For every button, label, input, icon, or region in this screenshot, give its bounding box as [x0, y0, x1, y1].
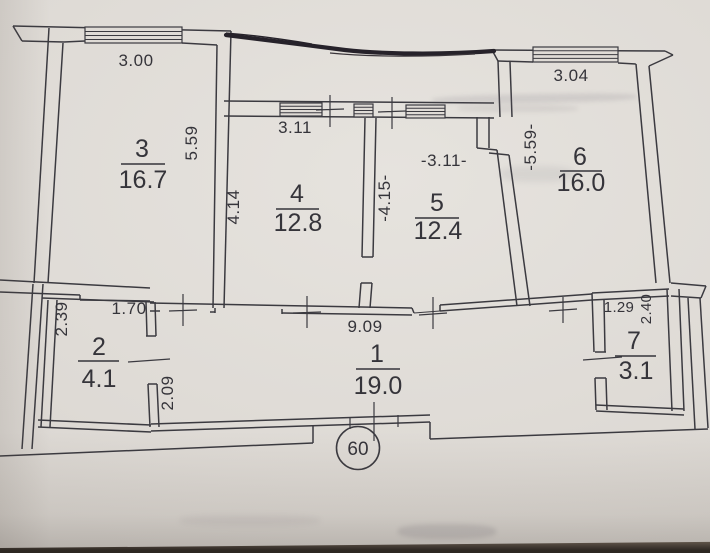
room-7-walls	[591, 288, 685, 416]
room-1-area: 19.0	[354, 372, 403, 400]
marker-line	[223, 32, 497, 57]
dim-room4-left: 4.14	[224, 189, 243, 224]
dim-room6-top: 3.04	[553, 66, 588, 85]
room-5-number: 5	[430, 189, 444, 217]
dim-room7-right: 2.40	[638, 294, 655, 324]
right-outer-wall	[670, 282, 709, 430]
dimension-ticks	[127, 95, 623, 363]
divider-4-5	[358, 117, 377, 309]
axis-marker: 60	[335, 425, 381, 471]
dim-room3-top: 3.00	[118, 51, 153, 70]
dim-room4-top: 3.11	[278, 118, 312, 137]
dim-room3-right: 5.59	[182, 125, 201, 160]
axis-marker-circle	[335, 425, 381, 471]
divider-5-6	[476, 117, 531, 307]
hall-top-wall	[149, 293, 593, 316]
windows	[84, 26, 619, 119]
room-3-window	[84, 26, 183, 44]
walls	[0, 25, 709, 457]
room-5-window	[405, 104, 446, 119]
wall-pier-block	[353, 103, 374, 118]
dim-room2-left: 2.39	[52, 301, 71, 336]
room-3-area: 16.7	[119, 166, 168, 194]
photo-edge-shadow	[0, 541, 710, 553]
room-7-area: 3.1	[619, 357, 654, 385]
room-4-area: 12.8	[274, 209, 323, 237]
room-7-number: 7	[627, 327, 641, 355]
room-3-walls	[12, 25, 232, 309]
dimension-labels: 3.00 5.59 3.11 4.14 -3.11- -4.15- 3.04 -…	[52, 51, 655, 411]
dim-room5-top: -3.11-	[421, 151, 467, 170]
room-labels: 3 16.7 4 12.8 5 12.4 6 16.0 2 4.1 1 19.0…	[78, 135, 656, 400]
room-2-area: 4.1	[82, 365, 117, 393]
dim-room5-left: -4.15-	[375, 174, 394, 221]
dim-hall-top: 9.09	[347, 317, 382, 336]
bottom-wall	[0, 402, 709, 457]
room-5-area: 12.4	[414, 217, 463, 245]
room-4-window	[279, 102, 323, 117]
room-2-walls	[0, 279, 160, 450]
room-2-number: 2	[92, 333, 106, 361]
room-4-number: 4	[290, 180, 304, 208]
room-6-window	[532, 46, 619, 63]
dim-hall-left: 2.09	[158, 375, 177, 410]
room-6-number: 6	[573, 143, 587, 171]
room-3-number: 3	[135, 135, 149, 163]
axis-marker-label: 60	[347, 439, 368, 460]
dim-room6-left: -5.59-	[521, 123, 540, 170]
room-1-number: 1	[370, 340, 384, 368]
dim-room2-top: 1.70	[111, 299, 146, 318]
room-6-area: 16.0	[557, 169, 606, 197]
dim-room7-top: 1.29	[604, 299, 634, 316]
